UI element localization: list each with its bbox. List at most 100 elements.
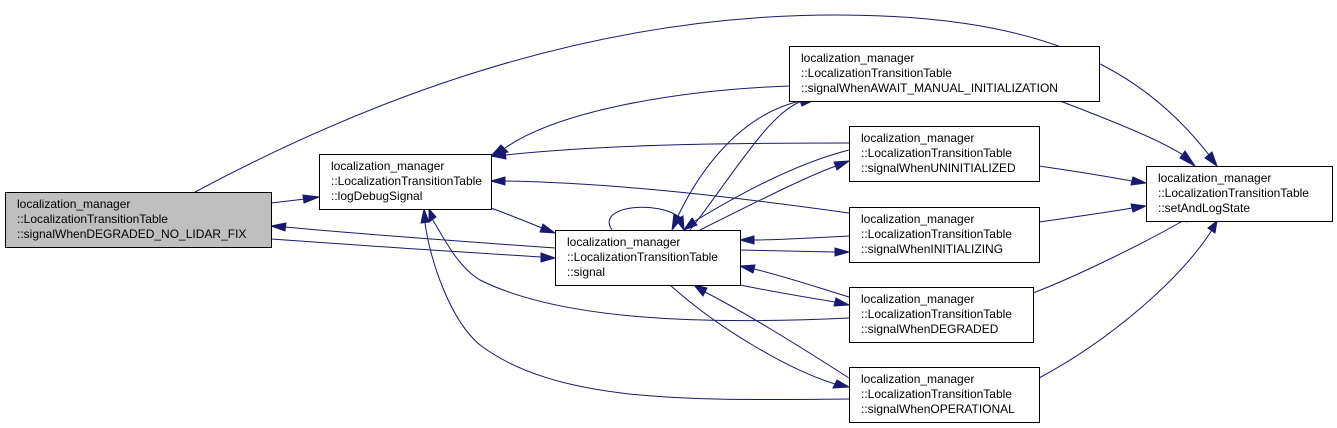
edge-degraded_no_lidar_fix-to-set_and_log_state bbox=[194, 14, 1218, 193]
node-degraded[interactable]: localization_manager::LocalizationTransi… bbox=[849, 287, 1034, 343]
node-initializing[interactable]: localization_manager::LocalizationTransi… bbox=[849, 207, 1040, 263]
node-box[interactable] bbox=[849, 287, 1034, 343]
edge-arrowhead bbox=[489, 150, 507, 160]
node-operational[interactable]: localization_manager::LocalizationTransi… bbox=[849, 367, 1040, 423]
node-label-line: localization_manager bbox=[801, 51, 914, 65]
edge-line bbox=[490, 207, 543, 229]
edge-layer bbox=[194, 14, 1218, 401]
node-label-line: localization_manager bbox=[1158, 171, 1271, 185]
edge-degraded_no_lidar_fix-to-signal bbox=[270, 238, 557, 263]
edge-arrowhead bbox=[833, 297, 851, 307]
edge-line bbox=[424, 222, 850, 401]
node-label-line: ::logDebugSignal bbox=[331, 189, 422, 203]
node-label-line: ::signal bbox=[567, 265, 605, 279]
edge-line bbox=[284, 226, 556, 249]
node-label-line: ::LocalizationTransitionTable bbox=[567, 250, 718, 264]
edge-line bbox=[1038, 165, 1133, 182]
node-label-line: ::signalWhenDEGRADED_NO_LIDAR_FIX bbox=[17, 227, 246, 241]
edge-initializing-to-signal bbox=[738, 235, 850, 245]
node-label-line: ::LocalizationTransitionTable bbox=[17, 212, 168, 226]
edge-line bbox=[1038, 229, 1213, 379]
edge-signal-to-operational bbox=[669, 284, 851, 389]
edge-line bbox=[739, 284, 836, 303]
edge-arrowhead bbox=[832, 379, 851, 389]
node-layer: localization_manager::LocalizationTransi… bbox=[5, 46, 1333, 423]
node-await-manual-init[interactable]: localization_manager::LocalizationTransi… bbox=[789, 46, 1100, 102]
edge-await_manual_init-to-set_and_log_state bbox=[1059, 100, 1196, 167]
node-box[interactable] bbox=[849, 367, 1040, 423]
edge-uninitialized-to-signal bbox=[682, 149, 850, 232]
edge-arrowhead bbox=[834, 247, 851, 257]
node-log-debug-signal[interactable]: localization_manager::LocalizationTransi… bbox=[319, 154, 492, 210]
node-label-line: localization_manager bbox=[567, 235, 680, 249]
node-box[interactable] bbox=[849, 126, 1040, 182]
node-label-line: ::LocalizationTransitionTable bbox=[1158, 186, 1309, 200]
node-label-line: ::LocalizationTransitionTable bbox=[861, 146, 1012, 160]
edge-signal-to-await_manual_init bbox=[689, 97, 814, 231]
edge-arrowhead bbox=[1204, 151, 1218, 168]
node-label-line: ::signalWhenINITIALIZING bbox=[861, 242, 1003, 256]
edge-line bbox=[608, 206, 681, 231]
edge-line bbox=[689, 100, 804, 231]
edge-arrowhead bbox=[682, 217, 698, 232]
edge-arrowhead bbox=[1179, 150, 1196, 167]
edge-arrowhead bbox=[1207, 219, 1218, 234]
edge-line bbox=[504, 180, 850, 214]
node-box[interactable] bbox=[849, 207, 1040, 263]
edge-initializing-to-set_and_log_state bbox=[1038, 203, 1148, 223]
node-signal[interactable]: localization_manager::LocalizationTransi… bbox=[555, 230, 741, 286]
edge-signal-to-uninitialized bbox=[699, 160, 851, 231]
edge-operational-to-set_and_log_state bbox=[1038, 219, 1218, 379]
node-label-line: ::signalWhenOPERATIONAL bbox=[861, 402, 1015, 416]
node-box[interactable] bbox=[789, 46, 1100, 102]
node-label-line: ::LocalizationTransitionTable bbox=[801, 66, 952, 80]
edge-line bbox=[699, 165, 837, 231]
edge-line bbox=[504, 85, 790, 149]
edge-arrowhead bbox=[428, 207, 437, 223]
edge-operational-to-log_debug_signal bbox=[420, 207, 850, 401]
node-box[interactable] bbox=[319, 154, 492, 210]
edge-initializing-to-log_debug_signal bbox=[489, 176, 850, 214]
node-degraded-no-lidar-fix[interactable]: localization_manager::LocalizationTransi… bbox=[5, 192, 272, 248]
node-set-and-log-state[interactable]: localization_manager::LocalizationTransi… bbox=[1146, 166, 1333, 222]
edge-arrowhead bbox=[1130, 176, 1148, 186]
edge-arrowhead bbox=[692, 284, 708, 297]
node-box[interactable] bbox=[555, 230, 741, 286]
edge-arrowhead bbox=[302, 194, 320, 204]
edge-arrowhead bbox=[738, 235, 755, 245]
node-label-line: localization_manager bbox=[331, 159, 444, 173]
edge-arrowhead bbox=[671, 213, 683, 232]
node-uninitialized[interactable]: localization_manager::LocalizationTransi… bbox=[849, 126, 1040, 182]
node-box[interactable] bbox=[5, 192, 272, 248]
edge-line bbox=[1059, 100, 1184, 156]
edge-arrowhead bbox=[833, 160, 851, 171]
node-label-line: ::LocalizationTransitionTable bbox=[861, 387, 1012, 401]
node-label-line: ::signalWhenUNINITIALIZED bbox=[861, 161, 1016, 175]
edge-line bbox=[739, 249, 836, 253]
edge-line bbox=[753, 235, 850, 241]
edge-signal-to-degraded bbox=[739, 284, 851, 307]
edge-line bbox=[694, 149, 850, 222]
edge-arrowhead bbox=[540, 252, 557, 263]
edge-line bbox=[677, 100, 801, 217]
edge-arrowhead bbox=[420, 207, 430, 224]
edge-line bbox=[753, 268, 850, 298]
edge-line bbox=[270, 198, 306, 204]
edge-line bbox=[504, 142, 850, 156]
edge-line bbox=[669, 284, 836, 385]
node-label-line: ::signalWhenAWAIT_MANUAL_INITIALIZATION bbox=[801, 81, 1058, 95]
node-label-line: localization_manager bbox=[861, 292, 974, 306]
edge-uninitialized-to-set_and_log_state bbox=[1038, 165, 1148, 186]
node-label-line: localization_manager bbox=[17, 197, 130, 211]
edge-degraded-to-signal bbox=[738, 264, 850, 298]
edge-arrowhead bbox=[269, 222, 287, 232]
edge-line bbox=[1038, 207, 1133, 223]
edge-await_manual_init-to-signal bbox=[671, 100, 801, 232]
edge-signal-to-degraded_no_lidar_fix bbox=[269, 222, 556, 249]
edge-arrowhead bbox=[489, 176, 506, 186]
edge-arrowhead bbox=[738, 264, 756, 274]
node-label-line: ::LocalizationTransitionTable bbox=[861, 307, 1012, 321]
edge-signal-to-log_debug_signal bbox=[490, 207, 557, 234]
node-box[interactable] bbox=[1146, 166, 1333, 222]
